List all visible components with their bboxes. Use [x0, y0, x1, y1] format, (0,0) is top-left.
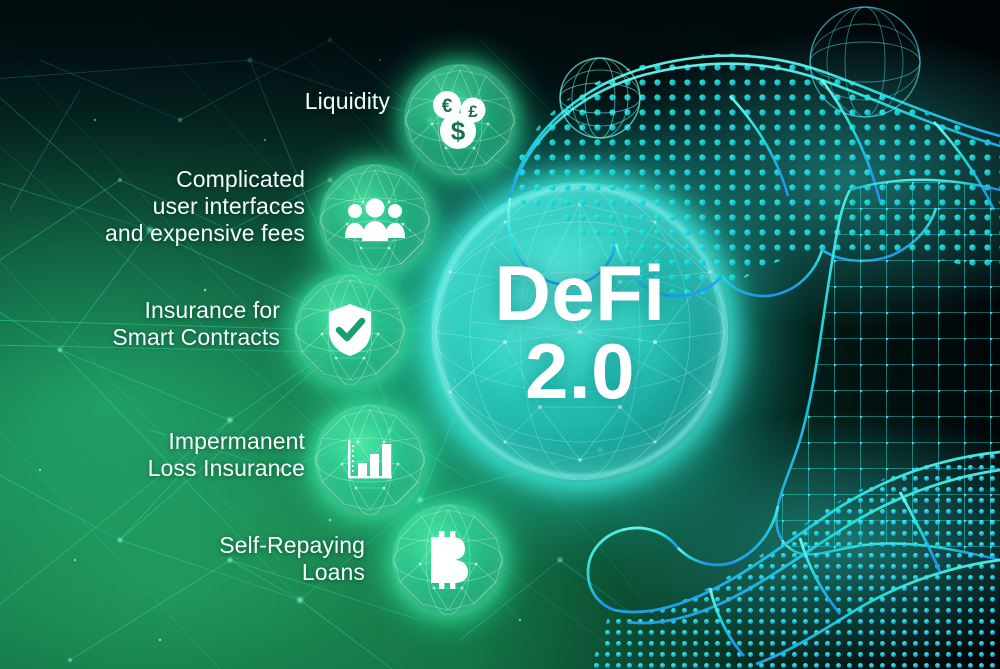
- feature-bubble-liquidity[interactable]: € £ $: [374, 34, 546, 206]
- coins-icon: € £ $: [404, 64, 516, 176]
- small-wire-sphere: [559, 57, 641, 139]
- svg-text:$: $: [451, 116, 466, 146]
- small-wire-sphere-2: [809, 6, 921, 118]
- feature-label-self-repaying-loans: Self-Repaying Loans: [219, 532, 365, 586]
- wireframe-hand-graphic: [507, 6, 1000, 669]
- svg-text:£: £: [468, 102, 478, 121]
- feature-label-complicated-ui: Complicated user interfaces and expensiv…: [105, 166, 305, 247]
- feature-label-smart-contract-insurance: Insurance for Smart Contracts: [112, 297, 280, 351]
- bitcoin-icon: [392, 504, 504, 616]
- feature-label-impermanent-loss: Impermanent Loss Insurance: [147, 428, 305, 482]
- page-title: DeFi 2.0: [430, 182, 730, 482]
- feature-bubble-self-repaying-loans[interactable]: [362, 474, 534, 646]
- svg-text:€: €: [442, 96, 453, 117]
- feature-label-liquidity: Liquidity: [304, 88, 390, 114]
- feature-bubble-impermanent-loss[interactable]: [284, 374, 456, 546]
- shield-check-icon: [294, 274, 406, 386]
- core-title-line-1: DeFi: [494, 248, 666, 337]
- core-title-line-2: 2.0: [525, 327, 635, 415]
- hand-lower-contours: [586, 450, 1000, 666]
- defi-core-sphere: DeFi 2.0: [340, 92, 820, 572]
- bar-chart-icon: [314, 404, 426, 516]
- users-group-icon: [319, 164, 431, 276]
- feature-bubble-complicated-ui[interactable]: [289, 134, 461, 306]
- feature-bubble-smart-contract-insurance[interactable]: [264, 244, 436, 416]
